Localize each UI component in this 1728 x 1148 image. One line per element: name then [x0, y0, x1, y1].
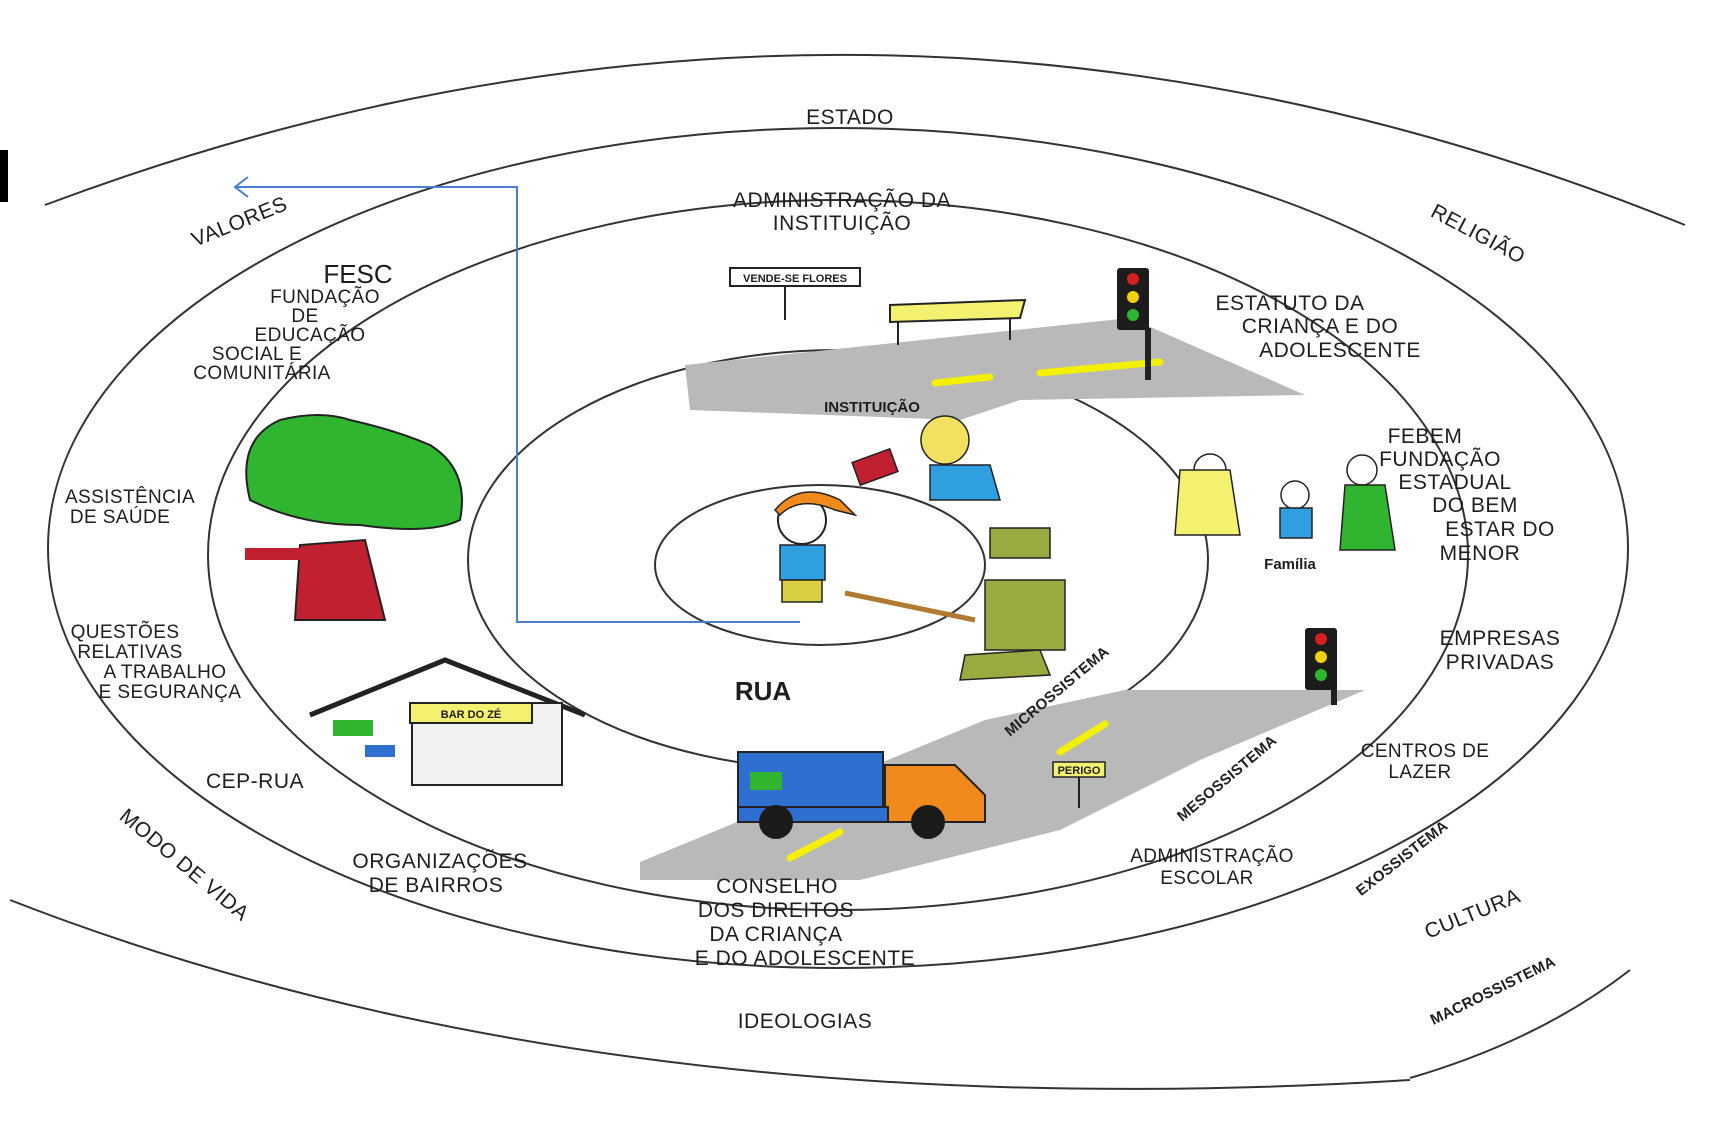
upper-road-stripe	[1036, 358, 1164, 377]
religiao-label: RELIGIÃO	[1427, 199, 1529, 269]
assistencia-line-2: DE SAÚDE	[70, 506, 170, 528]
exosystem-ring	[47, 127, 1629, 969]
fesc-line-5: COMUNITÁRIA	[193, 363, 330, 384]
child-figure	[773, 491, 858, 603]
questoes-line-3: A TRABALHO	[104, 662, 227, 683]
exossistema-label: EXOSSISTEMA	[1353, 817, 1451, 899]
administracao-line-1: ADMINISTRAÇÃO DA	[733, 188, 951, 212]
administracao-line-2: INSTITUIÇÃO	[773, 211, 912, 235]
febem-line-3: ESTADUAL	[1398, 471, 1511, 494]
instituicao-label: INSTITUIÇÃO	[824, 398, 920, 416]
conselho-line-2: DOS DIREITOS	[698, 899, 854, 922]
cultura-label: CULTURA	[1421, 884, 1523, 943]
flower-stand: VENDE-SE FLORES	[729, 267, 1027, 345]
flower-sign-text: VENDE-SE FLORES	[743, 273, 847, 285]
estado-label: ESTADO	[806, 106, 894, 129]
left-edge-mark	[0, 150, 8, 202]
upper-road-stripe	[931, 373, 994, 387]
tree-icon	[245, 414, 463, 621]
questoes-line-4: E SEGURANÇA	[99, 682, 242, 703]
organizacoes-line-1: ORGANIZAÇÕES	[352, 849, 527, 873]
traffic-light-icon	[1117, 268, 1151, 380]
bar-do-ze-building: BAR DO ZÉ	[309, 657, 586, 786]
family-figures	[1174, 453, 1396, 551]
estatuto-line-3: ADOLESCENTE	[1259, 339, 1421, 362]
lower-road-stripe	[786, 828, 844, 862]
febem-line-4: DO BEM	[1432, 494, 1518, 517]
center-ring	[654, 484, 986, 646]
modo-de-vida-label: MODO DE VIDA	[115, 804, 253, 925]
familia-label: Família	[1264, 556, 1316, 573]
bar-sign-text: BAR DO ZÉ	[441, 708, 502, 721]
empresas-line-1: EMPRESAS	[1440, 627, 1561, 650]
administracao-escolar-line-1: ADMINISTRAÇÃO	[1130, 845, 1294, 867]
lower-road	[640, 690, 1365, 880]
upper-road	[685, 318, 1305, 420]
macrossistema-label: MACROSSISTEMA	[1428, 953, 1559, 1028]
febem-line-5: ESTAR DO	[1445, 518, 1555, 541]
connector-arrow	[235, 186, 800, 623]
truck-icon	[737, 751, 986, 839]
assistencia-line-1: ASSISTÊNCIA	[65, 486, 195, 508]
fesc-title: FESC	[323, 259, 392, 289]
conselho-line-4: E DO ADOLESCENTE	[695, 947, 915, 970]
questoes-line-2: RELATIVAS	[77, 642, 182, 663]
estatuto-line-1: ESTATUTO DA	[1215, 292, 1364, 315]
cep-rua-label: CEP-RUA	[206, 770, 304, 793]
macro-outer-arc	[44, 53, 1686, 226]
empresas-line-2: PRIVADAS	[1446, 651, 1555, 674]
febem-line-2: FUNDAÇÃO	[1379, 447, 1501, 471]
perigo-sign-text: PERIGO	[1058, 765, 1101, 777]
fesc-line-2: DE	[291, 306, 318, 327]
lower-road-stripe	[1056, 720, 1109, 756]
fesc-line-3: EDUCAÇÃO	[255, 324, 366, 346]
febem-line-1: FEBEM	[1388, 425, 1463, 448]
questoes-line-1: QUESTÕES	[71, 621, 180, 643]
perigo-sign: PERIGO	[1052, 761, 1106, 808]
soldier-figure	[844, 527, 1066, 681]
mesosystem-ring	[207, 199, 1469, 911]
ideologias-label: IDEOLOGIAS	[738, 1010, 873, 1033]
traffic-light-icon	[1305, 628, 1337, 705]
rua-label: RUA	[735, 676, 792, 706]
macro-lower-arc	[9, 899, 1411, 1090]
fesc-line-1: FUNDAÇÃO	[270, 286, 380, 308]
arrow-head-icon	[233, 176, 249, 198]
administracao-escolar-line-2: ESCOLAR	[1160, 868, 1254, 889]
fesc-line-4: SOCIAL E	[212, 344, 302, 365]
centros-line-2: LAZER	[1388, 762, 1451, 783]
febem-line-6: MENOR	[1440, 542, 1521, 565]
centros-line-1: CENTROS DE	[1361, 741, 1490, 762]
teacher-figure	[851, 415, 1001, 501]
conselho-line-3: DA CRIANÇA	[709, 923, 842, 946]
conselho-line-1: CONSELHO	[716, 875, 838, 898]
valores-label: VALORES	[188, 192, 290, 251]
macro-right-lower-arc	[1409, 969, 1631, 1079]
organizacoes-line-2: DE BAIRROS	[369, 874, 504, 897]
estatuto-line-2: CRIANÇA E DO	[1242, 315, 1399, 338]
